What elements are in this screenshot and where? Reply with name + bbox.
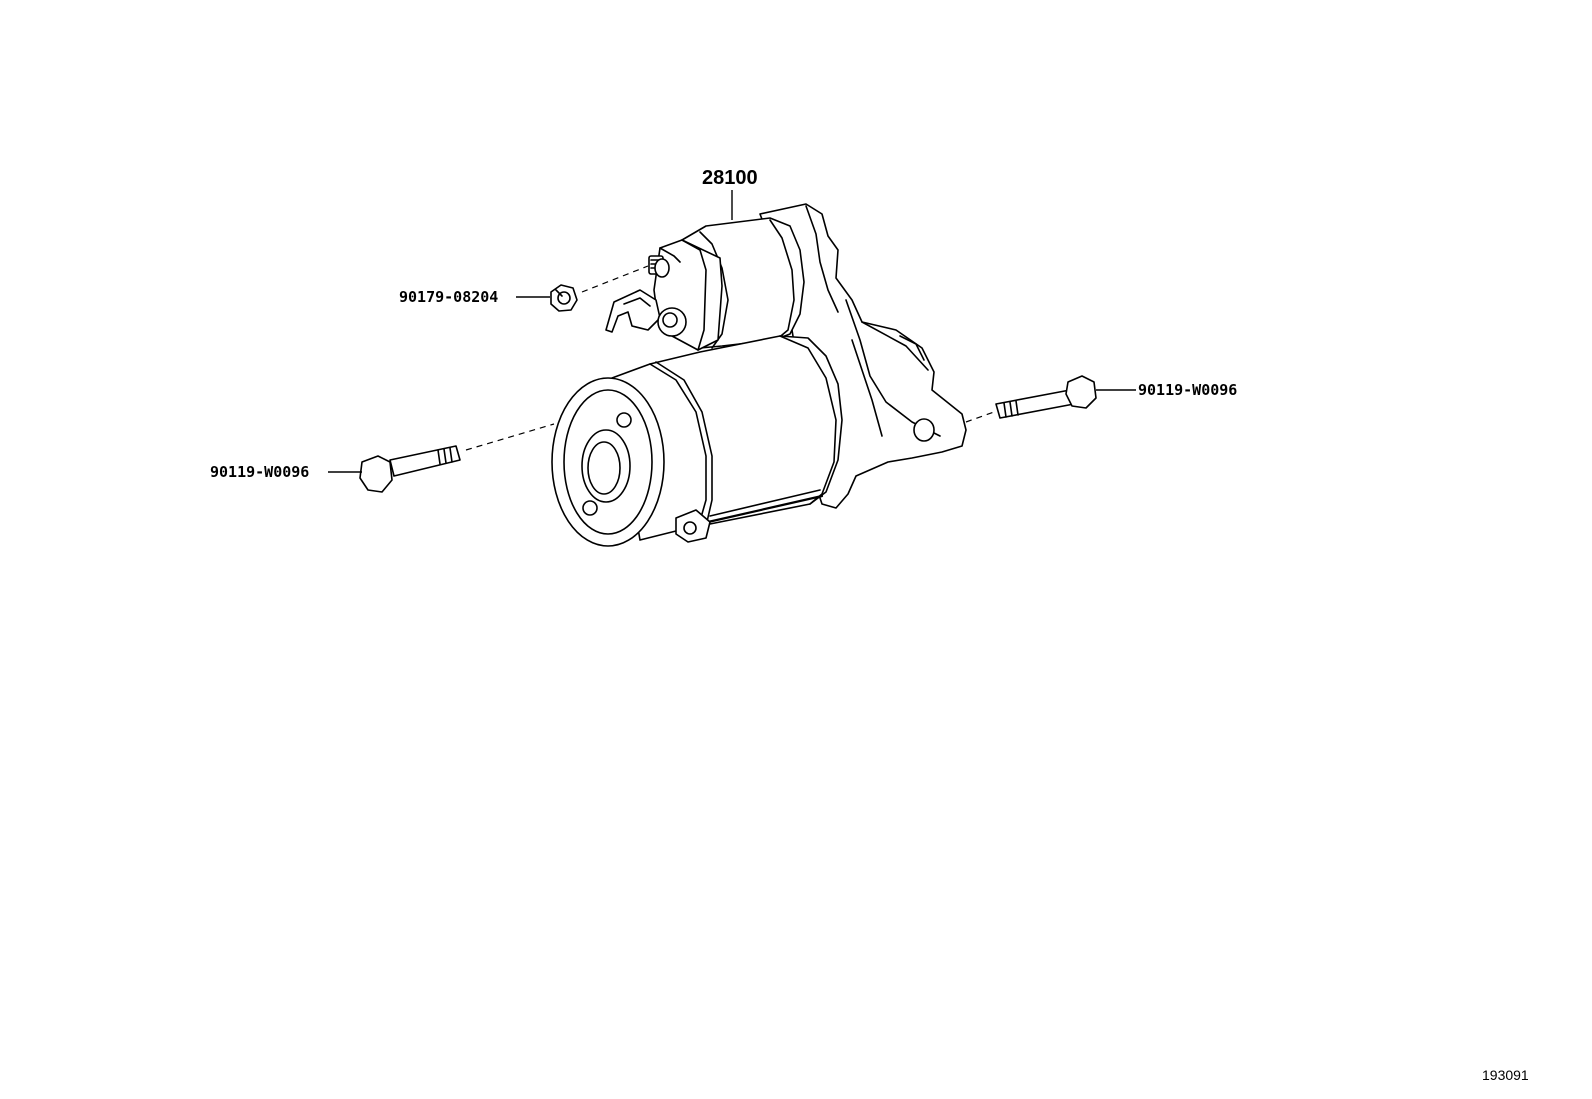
callout-bolt-right-part-number[interactable]: 90119-W0096 — [1138, 381, 1237, 399]
bolt-right-illustration[interactable] — [995, 375, 1097, 419]
bolt-right-dashed-guide — [965, 411, 995, 423]
solenoid-stud — [648, 255, 670, 278]
lower-terminal — [605, 289, 687, 337]
bolt-left-illustration[interactable] — [359, 445, 461, 493]
callout-starter-part-number[interactable]: 28100 — [702, 167, 758, 189]
nut-illustration[interactable] — [550, 284, 578, 312]
starter-motor-illustration[interactable] — [551, 203, 967, 547]
nut-dashed-guide — [581, 265, 649, 293]
figure-id: 193091 — [1482, 1067, 1529, 1083]
bolt-left-dashed-guide — [465, 423, 555, 451]
callout-nut-part-number[interactable]: 90179-08204 — [399, 288, 498, 306]
through-bolt-boss — [675, 509, 711, 543]
callout-bolt-left-part-number[interactable]: 90119-W0096 — [210, 463, 309, 481]
